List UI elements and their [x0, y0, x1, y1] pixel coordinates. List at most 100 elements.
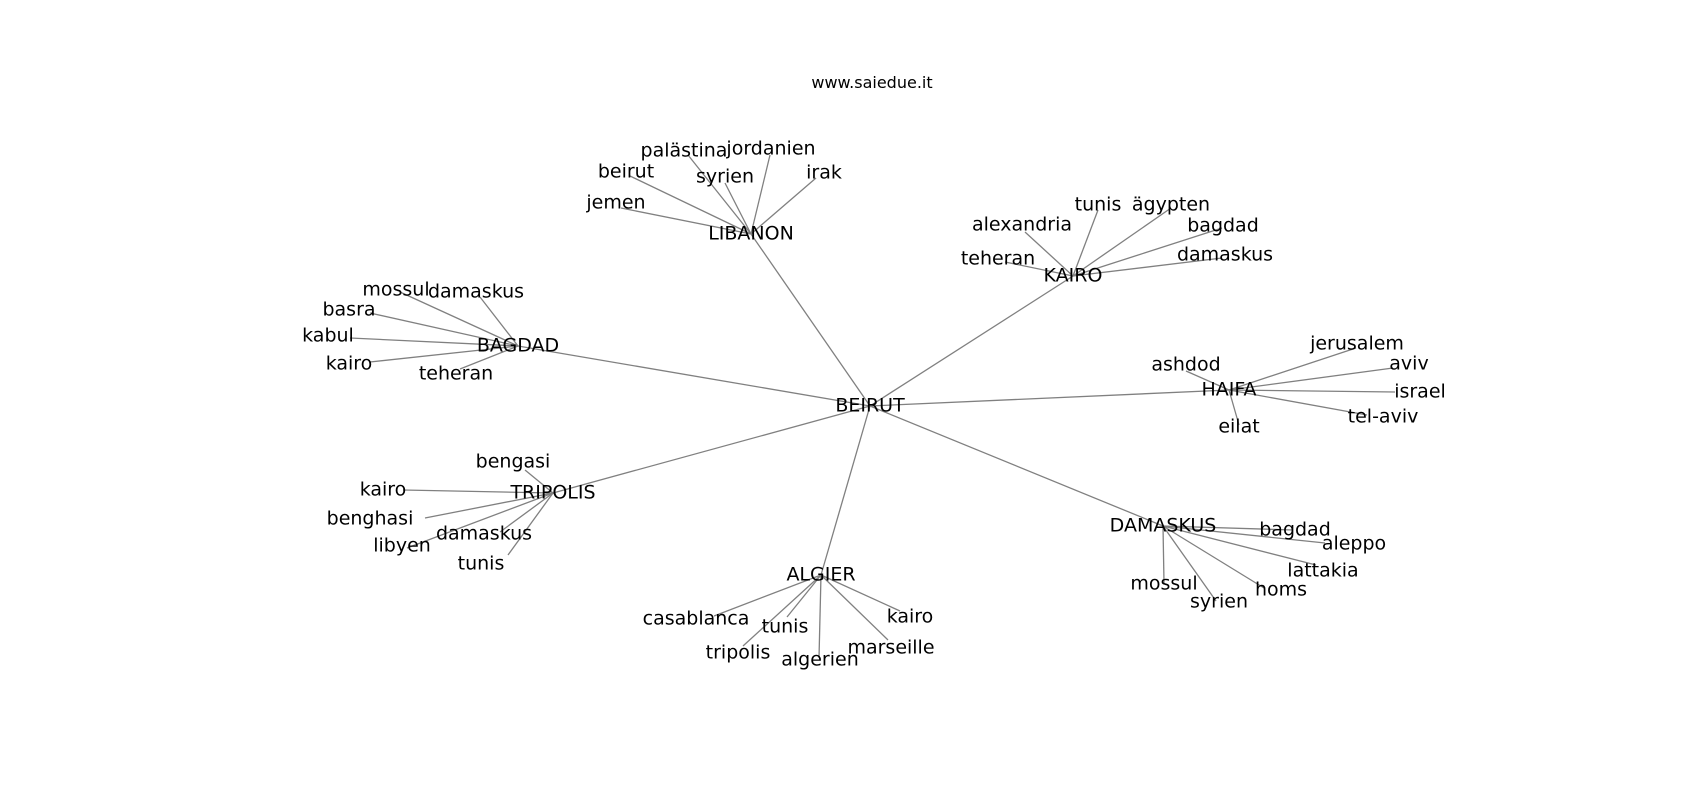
edge-tripolis-leaf	[499, 492, 554, 533]
edge-libanon-leaf	[687, 154, 752, 235]
node-label-leaf: alexandria	[972, 214, 1072, 236]
edge-kairo-leaf	[1072, 207, 1172, 277]
node-label-leaf: palästina	[641, 140, 728, 162]
node-label-leaf: bengasi	[476, 451, 551, 473]
node-label-leaf: tunis	[762, 616, 809, 638]
node-label-leaf: beirut	[598, 161, 654, 183]
node-label-leaf: ägypten	[1132, 194, 1210, 216]
node-label-leaf: eilat	[1218, 416, 1259, 438]
node-label-leaf: marseille	[847, 637, 934, 659]
edge-haifa-leaf	[1228, 389, 1368, 416]
edge-algier-leaf	[713, 574, 822, 617]
node-label-leaf: tunis	[1075, 194, 1122, 216]
node-label-leaf: jordanien	[725, 138, 815, 160]
edge-damaskus-leaf	[1162, 525, 1294, 531]
node-label-leaf: jerusalem	[1309, 333, 1404, 355]
node-label-center: BEIRUT	[835, 395, 905, 417]
edge-bagdad-leaf	[369, 312, 519, 347]
node-label-hub: BAGDAD	[477, 335, 559, 357]
edge-damaskus-leaf	[1162, 525, 1217, 602]
node-label-leaf: teheran	[419, 363, 493, 385]
node-label-leaf: irak	[806, 162, 842, 184]
node-label-hub: LIBANON	[708, 223, 794, 245]
edge-kairo-leaf	[1004, 261, 1074, 277]
node-label-leaf: damaskus	[428, 281, 524, 303]
node-label-leaf: teheran	[961, 248, 1035, 270]
node-label-hub: TRIPOLIS	[509, 482, 595, 504]
site-label: www.saiedue.it	[811, 73, 932, 92]
edge-center-libanon	[750, 233, 871, 407]
node-label-leaf: aleppo	[1322, 533, 1386, 555]
edge-center-bagdad	[517, 345, 871, 407]
node-label-leaf: bagdad	[1259, 519, 1331, 541]
edge-bagdad-leaf	[399, 291, 519, 347]
node-label-hub: DAMASKUS	[1110, 515, 1217, 537]
node-label-leaf: kairo	[887, 606, 934, 628]
node-label-leaf: libyen	[373, 535, 431, 557]
edge-tripolis-leaf	[507, 492, 554, 556]
edge-bagdad-leaf	[459, 345, 519, 370]
edge-haifa-leaf	[1228, 389, 1240, 426]
edge-damaskus-leaf	[1162, 525, 1326, 544]
edge-tripolis-leaf	[424, 492, 554, 519]
edge-algier-leaf	[742, 574, 822, 647]
edge-libanon-leaf	[629, 175, 752, 235]
edge-kairo-leaf	[1072, 209, 1099, 277]
edge-center-algier	[820, 405, 871, 576]
edge-bagdad-leaf	[479, 296, 519, 347]
node-label-leaf: tel-aviv	[1348, 406, 1419, 428]
edge-haifa-leaf	[1228, 389, 1396, 393]
edge-libanon-leaf	[750, 154, 771, 235]
edge-bagdad-leaf	[349, 337, 519, 347]
node-label-leaf: damaskus	[1177, 244, 1273, 266]
node-label-leaf: syrien	[1190, 591, 1248, 613]
node-label-leaf: benghasi	[327, 508, 414, 530]
edge-bagdad-leaf	[369, 345, 519, 363]
edges-layer	[349, 154, 1396, 659]
node-label-leaf: damaskus	[436, 523, 532, 545]
edge-haifa-leaf	[1228, 347, 1357, 391]
edge-damaskus-leaf	[1162, 525, 1165, 584]
edge-center-damaskus	[869, 405, 1164, 527]
edge-kairo-leaf	[1072, 257, 1223, 277]
edge-tripolis-leaf	[406, 492, 554, 549]
edge-libanon-leaf	[724, 182, 752, 235]
edge-tripolis-leaf	[402, 489, 554, 494]
node-label-leaf: ashdod	[1151, 354, 1220, 376]
node-label-leaf: casablanca	[643, 608, 750, 630]
node-label-leaf: tunis	[458, 553, 505, 575]
node-label-leaf: israel	[1394, 381, 1446, 403]
node-label-hub: ALGIER	[786, 564, 855, 586]
edge-center-tripolis	[552, 405, 871, 494]
node-label-leaf: bagdad	[1187, 215, 1259, 237]
node-label-leaf: jemen	[585, 192, 645, 214]
node-label-leaf: kairo	[360, 479, 407, 501]
edge-center-haifa	[869, 389, 1230, 407]
edge-center-kairo	[869, 275, 1074, 407]
node-label-leaf: basra	[322, 299, 375, 321]
node-label-hub: KAIRO	[1044, 265, 1103, 287]
edge-haifa-leaf	[1185, 370, 1230, 391]
node-label-leaf: kairo	[326, 353, 373, 375]
node-label-hub: HAIFA	[1201, 379, 1256, 401]
edge-algier-leaf	[818, 574, 822, 659]
node-label-leaf: algerien	[781, 649, 859, 671]
edge-libanon-leaf	[620, 207, 752, 235]
edge-damaskus-leaf	[1162, 525, 1265, 589]
edge-tripolis-leaf	[524, 469, 554, 494]
edge-kairo-leaf	[1024, 231, 1074, 277]
node-label-leaf: kabul	[302, 325, 354, 347]
node-label-leaf: syrien	[696, 166, 754, 188]
node-label-leaf: mossul	[362, 279, 429, 301]
edge-libanon-leaf	[750, 177, 817, 235]
edge-damaskus-leaf	[1162, 525, 1317, 566]
node-label-leaf: homs	[1255, 579, 1307, 601]
node-label-leaf: lattakia	[1287, 560, 1358, 582]
edge-algier-leaf	[786, 574, 822, 618]
edge-algier-leaf	[820, 574, 901, 612]
node-label-leaf: mossul	[1130, 573, 1197, 595]
edge-haifa-leaf	[1228, 367, 1394, 391]
edge-kairo-leaf	[1072, 227, 1223, 277]
